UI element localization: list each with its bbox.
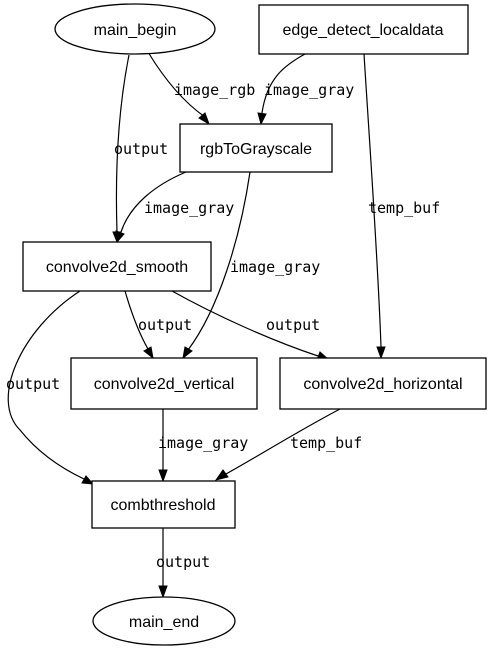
node-edge-detect-localdata-label: edge_detect_localdata <box>282 22 443 39</box>
edge-rgb-to-smooth <box>115 171 187 244</box>
node-convolve2d-horizontal-label: convolve2d_horizontal <box>303 376 462 393</box>
edge-label-rgb-vertical-image-gray: image_gray <box>230 258 320 276</box>
edge-label-image-rgb: image_rgb <box>174 81 255 99</box>
node-convolve2d-smooth-label: convolve2d_smooth <box>46 259 188 276</box>
edge-label-smooth-horizontal-output: output <box>266 316 320 334</box>
edge-rgb-to-vertical <box>182 171 251 360</box>
edge-vertical-to-comb <box>158 409 168 483</box>
node-convolve2d-smooth[interactable]: convolve2d_smooth <box>22 241 212 292</box>
edge-label-comb-end-output: output <box>156 553 210 571</box>
edge-local-to-horizontal <box>363 53 386 360</box>
node-convolve2d-horizontal[interactable]: convolve2d_horizontal <box>279 357 487 410</box>
edge-smooth-to-comb <box>7 290 95 485</box>
edge-comb-to-end <box>158 528 168 599</box>
node-main-begin-label: main_begin <box>94 22 177 39</box>
node-convolve2d-vertical[interactable]: convolve2d_vertical <box>70 357 258 410</box>
edge-label-rgb-smooth-image-gray: image_gray <box>144 199 234 217</box>
node-convolve2d-vertical-label: convolve2d_vertical <box>94 376 235 393</box>
edge-label-local-image-gray: image_gray <box>264 81 354 99</box>
edge-horizontal-to-comb <box>214 408 341 481</box>
edge-label-local-temp-buf: temp_buf <box>368 199 440 217</box>
edge-label-smooth-vertical-output: output <box>138 316 192 334</box>
node-main-end-label: main_end <box>129 614 199 631</box>
edge-begin-to-rgb <box>147 51 210 126</box>
node-combthreshold[interactable]: combthreshold <box>91 480 236 529</box>
edge-label-begin-output: output <box>114 140 168 158</box>
node-edge-detect-localdata[interactable]: edge_detect_localdata <box>258 4 469 55</box>
node-combthreshold-label: combthreshold <box>111 497 216 514</box>
edge-label-horizontal-comb-temp-buf: temp_buf <box>290 434 362 452</box>
edge-local-to-rgb <box>257 53 306 126</box>
node-main-end[interactable]: main_end <box>92 596 236 646</box>
edge-label-vertical-comb-image-gray: image_gray <box>158 434 248 452</box>
node-rgb-to-grayscale[interactable]: rgbToGrayscale <box>179 123 333 173</box>
node-main-begin[interactable]: main_begin <box>54 3 216 55</box>
node-rgb-to-grayscale-label: rgbToGrayscale <box>200 141 312 158</box>
edge-smooth-to-vertical <box>124 290 154 360</box>
edge-label-smooth-comb-output: output <box>6 375 60 393</box>
